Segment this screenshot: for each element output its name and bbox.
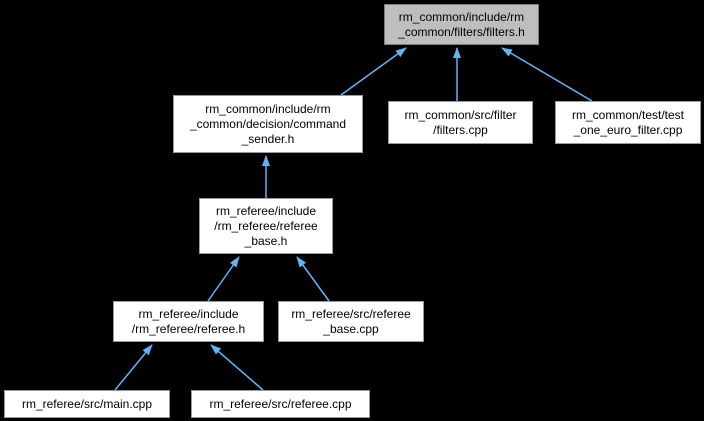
node-main-cpp[interactable]: rm_referee/src/main.cpp bbox=[4, 390, 170, 418]
edge-referee_base_cpp-to-referee_base_h bbox=[296, 256, 330, 302]
edge-referee_cpp-to-referee_h bbox=[210, 344, 264, 391]
node-command-sender-h[interactable]: rm_common/include/rm _common/decision/co… bbox=[173, 95, 363, 153]
edge-test_one_euro_filter_cpp-to-rm_common_filters_h bbox=[501, 47, 593, 102]
node-filters-cpp[interactable]: rm_common/src/filter /filters.cpp bbox=[388, 101, 533, 144]
node-test-one-euro-filter-cpp[interactable]: rm_common/test/test _one_euro_filter.cpp bbox=[555, 101, 701, 144]
edge-referee_h-to-referee_base_h bbox=[207, 256, 240, 302]
node-referee-base-h[interactable]: rm_referee/include /rm_referee/referee _… bbox=[199, 198, 333, 254]
node-referee-cpp[interactable]: rm_referee/src/referee.cpp bbox=[191, 390, 370, 418]
node-rm-common-filters-h[interactable]: rm_common/include/rm _common/filters/fil… bbox=[384, 4, 539, 45]
edge-main_cpp-to-referee_h bbox=[114, 344, 153, 391]
node-referee-base-cpp[interactable]: rm_referee/src/referee _base.cpp bbox=[278, 301, 424, 342]
edge-command_sender_h-to-rm_common_filters_h bbox=[340, 47, 407, 96]
node-referee-h[interactable]: rm_referee/include /rm_referee/referee.h bbox=[113, 301, 264, 342]
